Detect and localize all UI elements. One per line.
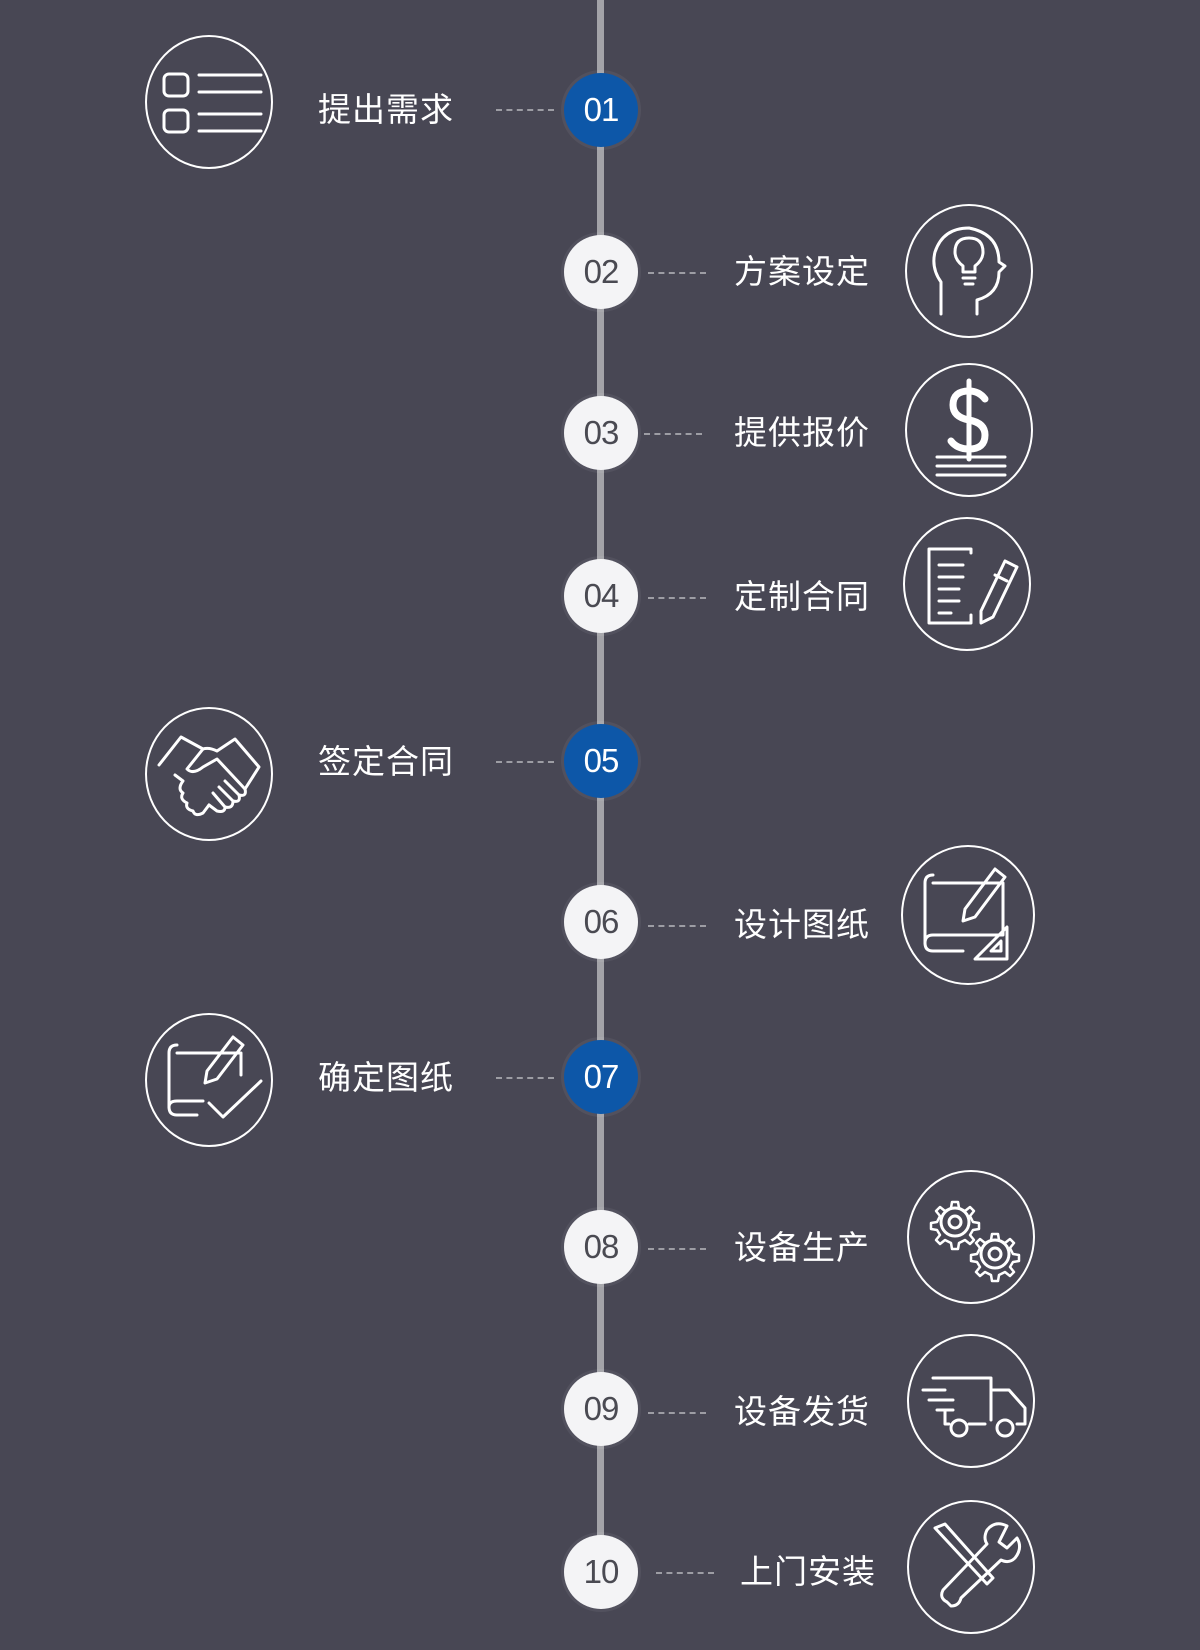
timeline-step-09: 09 设备发货 [0,1334,1200,1484]
step-label: 提供报价 [734,413,870,452]
timeline-step-03: 03 提供报价 [0,363,1200,513]
step-number: 03 [564,396,638,470]
timeline-step-01: 提出需求 01 [0,35,1200,185]
step-label: 确定图纸 [318,1058,454,1097]
step-label: 定制合同 [734,577,870,616]
contract-pen-icon [903,517,1031,651]
connector-dash [648,925,706,927]
idea-head-icon [905,204,1033,338]
connector-dash [648,1412,706,1414]
step-number: 10 [564,1535,638,1609]
dollar-icon [905,363,1033,497]
connector-dash [496,761,554,763]
timeline-step-10: 10 上门安装 [0,1500,1200,1650]
step-number: 01 [564,73,638,147]
step-label: 提出需求 [318,90,454,129]
step-label: 上门安装 [740,1552,876,1591]
step-number: 07 [564,1040,638,1114]
connector-dash [496,109,554,111]
tools-icon [907,1500,1035,1634]
connector-dash [648,272,706,274]
step-number: 04 [564,559,638,633]
step-label: 设备发货 [734,1392,870,1431]
timeline-step-06: 06 设计图纸 [0,845,1200,995]
connector-dash [648,1248,706,1250]
handshake-icon [145,707,273,841]
step-label: 方案设定 [734,252,870,291]
connector-dash [656,1572,714,1574]
step-number: 05 [564,724,638,798]
step-label: 设计图纸 [734,905,870,944]
timeline-step-02: 02 方案设定 [0,204,1200,354]
connector-dash [496,1077,554,1079]
timeline-step-08: 08 设备生产 [0,1170,1200,1320]
step-label: 设备生产 [734,1228,870,1267]
timeline-step-04: 04 定制合同 [0,517,1200,667]
gears-icon [907,1170,1035,1304]
step-number: 08 [564,1210,638,1284]
step-number: 09 [564,1372,638,1446]
timeline-step-07: 确定图纸 07 [0,1013,1200,1163]
step-label: 签定合同 [318,742,454,781]
blueprint-design-icon [901,845,1035,985]
checklist-icon [145,35,273,169]
step-number: 06 [564,885,638,959]
delivery-truck-icon [907,1334,1035,1468]
connector-dash [644,433,702,435]
timeline-step-05: 签定合同 05 [0,707,1200,857]
step-number: 02 [564,235,638,309]
blueprint-confirm-icon [145,1013,273,1147]
connector-dash [648,597,706,599]
